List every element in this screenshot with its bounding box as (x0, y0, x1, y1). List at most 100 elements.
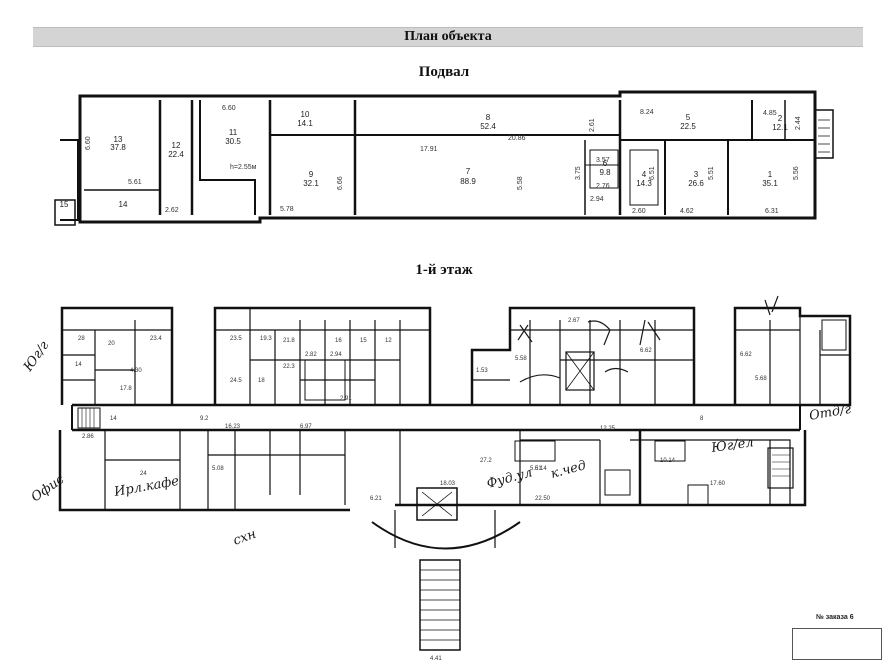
dimension: 2.86 (82, 434, 94, 440)
room-label: 9.2 (200, 416, 209, 422)
dimension: 16.23 (225, 424, 241, 430)
dimension: 4.41 (430, 656, 442, 662)
dimension: 6.60 (85, 136, 92, 150)
room-number: 12 (172, 141, 181, 150)
floor1-heading: 1-й этаж (415, 262, 473, 278)
room-label: 23.5 (230, 336, 242, 342)
dimension: 5.58 (515, 356, 527, 362)
order-number: № заказа 6 (816, 614, 854, 621)
room-label: 18 (258, 378, 265, 384)
handwritten-note: к.чед (549, 458, 588, 482)
basement-outer-wall (78, 90, 817, 224)
dimension: h=2.55м (230, 164, 257, 171)
dimension: 17.60 (710, 481, 726, 487)
dimension: 20.86 (508, 135, 526, 142)
room-area: 9.8 (599, 168, 611, 177)
room-label: 24.5 (230, 378, 242, 384)
handwritten-annotations: Юг/г Офис Ирл.кафе Фуд.ул к.чед Юг/ел сх… (20, 338, 852, 548)
room-label: 24 (140, 471, 147, 477)
room-area: 37.8 (110, 143, 126, 152)
dimension: 5.58 (517, 176, 524, 190)
handwritten-note: Юг/ел (709, 435, 754, 456)
room-area: 14.3 (636, 179, 652, 188)
basement-dimensions: 6.60 5.61 2.62 6.60 h=2.55м 5.78 6.66 17… (85, 105, 802, 215)
dimension: 5.68 (755, 376, 767, 382)
room-number: 1 (768, 170, 773, 179)
room-label: 22.3 (283, 364, 295, 370)
dimension: 10.14 (660, 458, 676, 464)
handwritten-note: схн (231, 527, 258, 549)
room-label: 8 (700, 416, 704, 422)
handwritten-marks (517, 295, 779, 383)
dimension: 12.25 (600, 426, 616, 432)
dimension: 2.60 (632, 208, 646, 215)
room-area: 22.4 (168, 150, 184, 159)
room-label: 16 (335, 338, 342, 344)
dimension: 2.62 (165, 207, 179, 214)
dimension: 5.08 (212, 466, 224, 472)
room-area: 14.1 (297, 119, 313, 128)
document-title-bar: План объекта (33, 27, 863, 47)
handwritten-note: Ирл.кафе (112, 474, 180, 500)
dimension: 3.75 (575, 166, 582, 180)
room-label: 14 (75, 362, 82, 368)
dimension: 2.67 (568, 318, 580, 324)
room-label: 20 (108, 341, 115, 347)
dimension: 6.66 (337, 176, 344, 190)
dimension: 5.61 (128, 179, 142, 186)
room-number: 9 (309, 170, 314, 179)
room-number: 5 (686, 113, 691, 122)
handwritten-note: Фуд.ул (485, 465, 534, 492)
room-label: 14 (110, 416, 117, 422)
room-number: 6 (603, 159, 608, 168)
room-label: 12 (385, 338, 392, 344)
dimension: 5.78 (280, 206, 294, 213)
handwritten-note: Офис (29, 472, 68, 506)
dimension: 2.61 (589, 118, 596, 132)
dimension: 1.53 (476, 368, 488, 374)
handwritten-note: Юг/г (20, 338, 52, 375)
room-label: 21.8 (283, 338, 295, 344)
room-number: 4 (642, 170, 647, 179)
dimension: 6.62 (640, 348, 652, 354)
dimension: 6.51 (649, 166, 656, 180)
dimension: 18.03 (440, 481, 456, 487)
dimension: 2.82 (305, 352, 317, 358)
room-number: 8 (486, 113, 491, 122)
floor1-room-labels: 28 20 23.4 17.8 14 23.5 24.5 19.3 18 21.… (75, 318, 767, 662)
basement-room-labels: 13 37.8 12 22.4 11 30.5 10 14.1 9 32.1 8… (60, 110, 789, 209)
dimension: 5.56 (793, 166, 800, 180)
room-number: 13 (114, 135, 123, 144)
stamp-frame (792, 628, 882, 660)
room-number: 11 (229, 128, 238, 137)
dimension: 2.76 (596, 183, 610, 190)
dimension: 3.57 (596, 157, 610, 164)
dimension: 5.51 (708, 166, 715, 180)
dimension: 2.94 (590, 196, 604, 203)
room-area: 12.1 (772, 123, 788, 132)
room-number: 2 (778, 114, 783, 123)
dimension: 5.51 (530, 466, 542, 472)
dimension: 6.60 (222, 105, 236, 112)
room-label: 27.2 (480, 458, 492, 464)
dimension: 4.30 (130, 368, 142, 374)
room-area: 26.6 (688, 179, 704, 188)
dimension: 2.91 (340, 396, 352, 402)
room-area: 30.5 (225, 137, 241, 146)
dimension: 6.97 (300, 424, 312, 430)
dimension: 2.44 (795, 116, 802, 130)
room-area: 32.1 (303, 179, 319, 188)
dimension: 6.31 (765, 208, 779, 215)
dimension: 6.21 (370, 496, 382, 502)
dimension: 8.24 (640, 109, 654, 116)
dimension: 2.94 (330, 352, 342, 358)
room-area: 35.1 (762, 179, 778, 188)
room-label: 15 (360, 338, 367, 344)
room-area: 88.9 (460, 177, 476, 186)
room-number: 10 (301, 110, 310, 119)
room-area: 22.5 (680, 122, 696, 131)
room-number: 3 (694, 170, 699, 179)
dimension: 17.91 (420, 146, 438, 153)
